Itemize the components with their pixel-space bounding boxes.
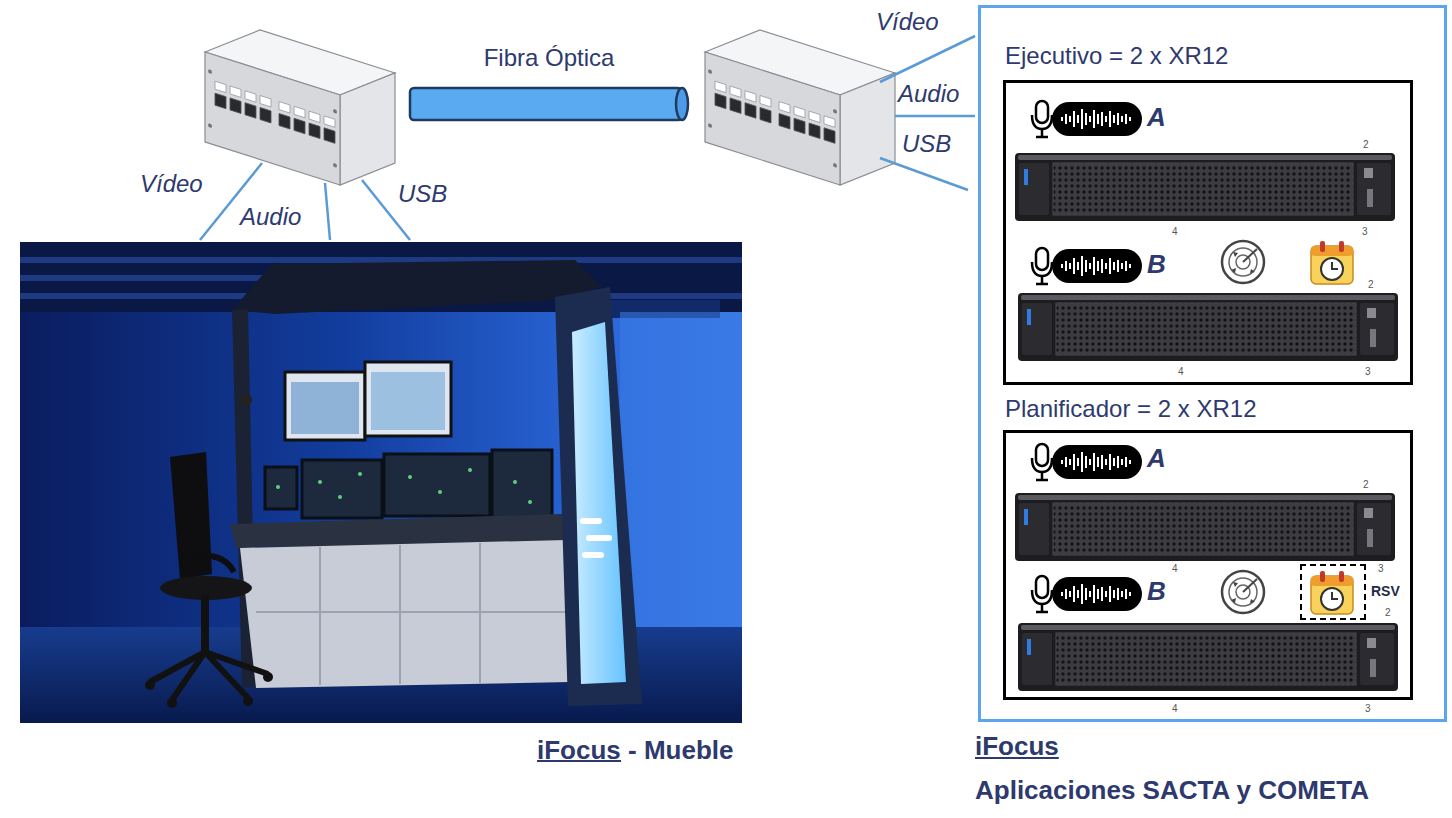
cable-body [410,88,682,120]
console-photo-illustration [240,540,570,688]
console-photo-illustration [265,467,297,509]
console-photo-illustration [20,242,742,723]
callout-number: 4 [1172,563,1178,575]
console-photo-illustration [201,594,209,652]
equipment-rack: Ejecutivo = 2 x XR12RSVPlanificador = 2 … [978,5,1447,722]
cable-label: Fibra Óptica [484,44,615,72]
console-photo-illustration [572,322,626,684]
audio-icon [1032,101,1142,137]
server-image [1015,493,1395,561]
console-photo-illustration [580,518,602,524]
console-photo-illustration [291,382,359,434]
callout-number: 3 [1378,563,1384,575]
signal-label: Audio [240,203,301,231]
console-photo-illustration [555,287,642,706]
callout-number: 4 [1172,703,1178,715]
channel-letter: A [1147,444,1166,474]
signal-wire [895,115,975,118]
server-image [1015,153,1395,221]
group-heading: Planificador = 2 x XR12 [1005,395,1256,423]
callout-number: 2 [1363,479,1369,491]
console-photo-illustration [582,552,604,558]
signal-wire [325,183,330,240]
signal-label: Vídeo [140,170,203,198]
caption-underline [537,760,621,762]
reserve-box: RSV [1300,564,1366,620]
radar-icon [1222,241,1264,283]
patch-panel [205,30,395,185]
console-photo-illustration [468,468,472,472]
console-photo-illustration [528,500,532,504]
console-photo-illustration [145,672,273,708]
signal-wire [880,158,968,190]
rack-subtitle: Aplicaciones SACTA y COMETA [975,776,1369,806]
console-photo-illustration [384,454,490,516]
console-photo-illustration [256,543,568,685]
server-image [1018,293,1398,361]
callout-number: 2 [1363,139,1369,151]
cable-end [676,88,688,120]
console-photo-illustration [408,475,412,479]
patch-panel [705,30,895,185]
console-photo-illustration [358,472,362,476]
console-photo-illustration [371,372,445,430]
callout-number: 3 [1365,703,1371,715]
console-photo-illustration [513,480,517,484]
callout-number: 4 [1172,226,1178,238]
radar-icon [1222,571,1264,613]
channel-letter: B [1147,577,1166,607]
signal-label: USB [902,130,951,158]
console-photo-illustration [492,450,552,520]
console-photo-illustration [276,485,280,489]
console-photo-illustration [240,394,252,406]
console-photo-illustration [145,680,155,690]
console-photo: iFocus - Mueble [20,242,742,723]
console-photo-illustration [180,556,234,572]
console-photo-illustration [276,468,532,504]
signal-label: Audio [898,80,959,108]
audio-icon [1032,248,1142,284]
console-photo-illustration [586,535,612,541]
channel-letter: B [1147,250,1166,280]
cable-shape [408,86,690,122]
console-photo-illustration [232,260,602,314]
calendar-icon [1311,571,1353,614]
callout-number: 3 [1362,226,1368,238]
callout-number: 4 [1178,366,1184,378]
console-photo-illustration [338,495,342,499]
reserve-label: RSV [1371,583,1400,599]
server-image [1018,623,1398,691]
rack-title: iFocus [975,732,1059,762]
console-photo-illustration [302,460,382,518]
signal-wire [200,36,975,240]
console-photo-illustration [263,672,273,682]
console-photo-illustration [20,242,742,723]
callout-number: 2 [1368,279,1374,291]
fiber-cable: Fibra Óptica [408,86,690,122]
console-photo-illustration [620,312,742,632]
callout-number: 2 [1385,607,1391,619]
console-photo-illustration [150,652,268,700]
console-photo-illustration [365,362,451,436]
signal-label: USB [398,180,447,208]
callout-number: 3 [1365,366,1371,378]
audio-icon [1032,576,1142,612]
console-photo-illustration [285,372,365,440]
signal-wire [880,36,975,82]
signal-label: Vídeo [876,8,939,36]
channel-letter: A [1147,103,1166,133]
audio-icon [1032,444,1142,480]
console-photo-illustration [438,490,442,494]
console-photo-illustration [318,480,322,484]
calendar-icon [1311,241,1353,284]
server-group: Ejecutivo = 2 x XR12 [1003,80,1413,385]
console-photo-illustration [167,698,177,708]
server-group: RSVPlanificador = 2 x XR12 [1003,430,1413,700]
group-heading: Ejecutivo = 2 x XR12 [1005,42,1228,70]
console-photo-illustration [243,696,253,706]
